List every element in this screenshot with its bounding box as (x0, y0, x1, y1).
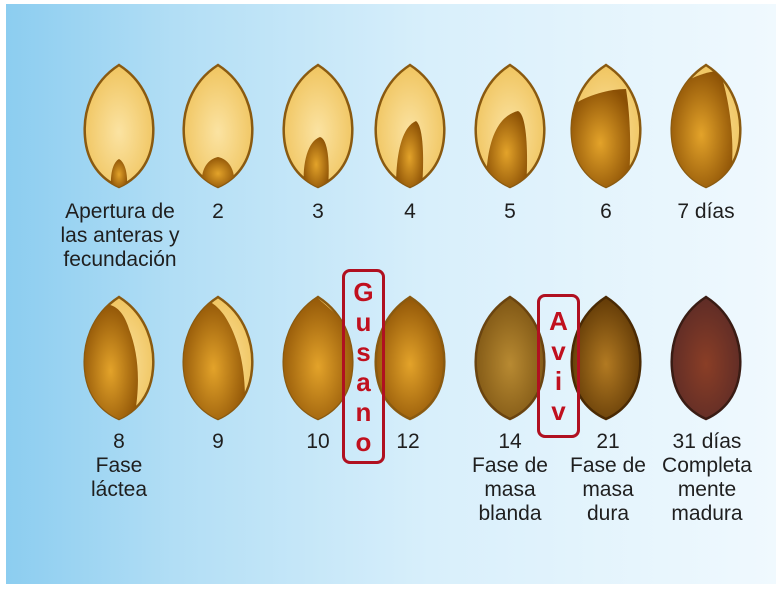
grain-stage-8 (83, 297, 153, 425)
stage-label-31: 31 días Completa mente madura (652, 430, 762, 526)
grain-stage-2 (184, 65, 253, 187)
stage-label-21: 21 Fase de masa dura (560, 430, 656, 526)
grain-stage-4 (376, 65, 445, 187)
stage-label-5: 5 (480, 200, 540, 224)
stage-label-7: 7 días (660, 200, 752, 224)
grain-stage-12 (376, 297, 445, 419)
stage-label-14: 14 Fase de masa blanda (462, 430, 558, 526)
marker-letter: u (356, 307, 372, 337)
marker-letter: v (551, 336, 565, 366)
marker-letter: v (551, 396, 565, 426)
aviv-marker: A v i v (537, 294, 580, 438)
marker-letter: i (555, 366, 562, 396)
stage-label-1: Apertura de las anteras y fecundación (50, 200, 190, 272)
stage-label-8: 8 Fase láctea (74, 430, 164, 502)
marker-letter: o (356, 427, 372, 457)
marker-letter: G (353, 277, 373, 307)
stage-label-12: 12 (378, 430, 438, 454)
marker-letter: n (356, 397, 372, 427)
grain-stage-1 (85, 65, 154, 187)
marker-letter: s (356, 337, 370, 367)
stage-label-10: 10 (288, 430, 348, 454)
stage-label-3: 3 (288, 200, 348, 224)
marker-letter: A (549, 306, 568, 336)
stage-label-6: 6 (576, 200, 636, 224)
stage-label-9: 9 (188, 430, 248, 454)
grain-stage-3 (284, 65, 353, 187)
stage-label-4: 4 (380, 200, 440, 224)
grain-stage-6 (570, 65, 640, 187)
grain-stage-5 (476, 65, 545, 187)
stage-label-2: 2 (188, 200, 248, 224)
grain-stage-14 (476, 297, 545, 419)
grain-stage-21 (572, 297, 641, 419)
grain-stage-31 (672, 297, 741, 419)
gusano-marker: G u s a n o (342, 269, 385, 464)
grain-stage-7 (670, 65, 740, 187)
marker-letter: a (356, 367, 370, 397)
grain-stage-9 (182, 297, 252, 425)
